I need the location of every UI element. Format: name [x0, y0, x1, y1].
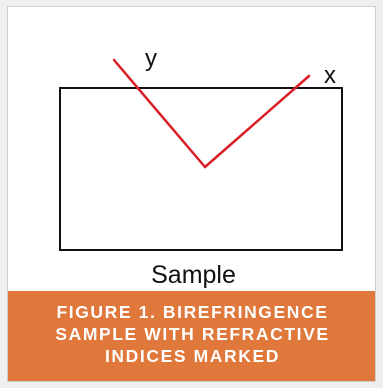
birefringence-diagram	[59, 58, 343, 251]
x-axis-label: x	[324, 62, 336, 89]
figure-frame: y x Sample FIGURE 1. BIREFRINGENCE SAMPL…	[7, 6, 376, 382]
y-axis-label: y	[145, 45, 157, 72]
caption-line-2: SAMPLE WITH REFRACTIVE	[55, 324, 330, 344]
figure-caption: FIGURE 1. BIREFRINGENCE SAMPLE WITH REFR…	[8, 291, 375, 381]
sample-rectangle	[59, 87, 343, 251]
x-axis-line	[203, 74, 311, 169]
caption-line-3: INDICES MARKED	[104, 346, 281, 366]
y-axis-line	[112, 58, 207, 169]
caption-line-1: FIGURE 1. BIREFRINGENCE	[56, 302, 329, 322]
sample-label: Sample	[151, 261, 236, 289]
